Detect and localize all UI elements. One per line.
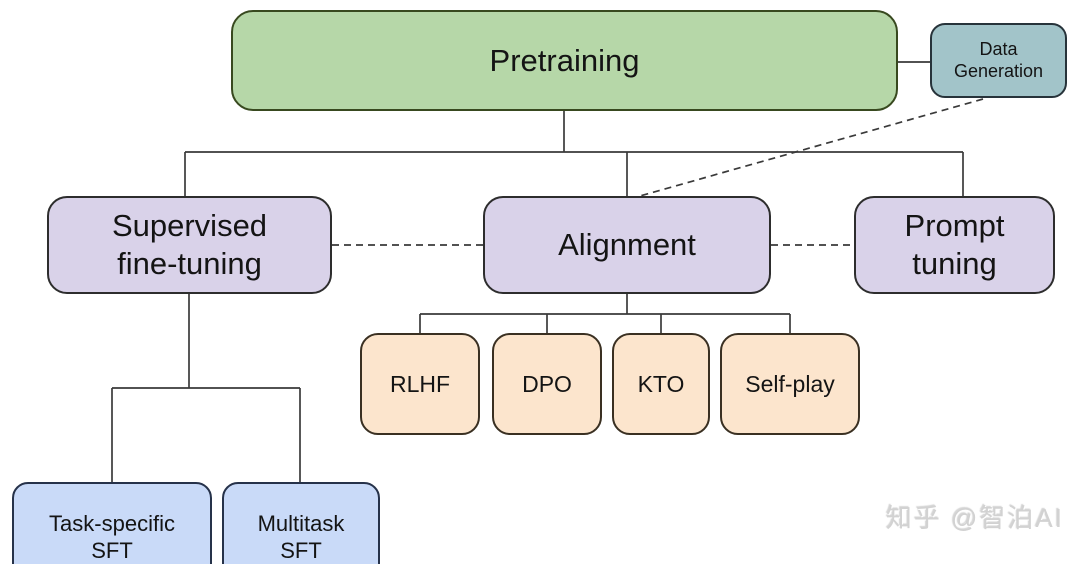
- node-rlhf: RLHF: [360, 333, 480, 435]
- node-label: Supervised: [111, 208, 268, 244]
- node-label: Prompt: [904, 208, 1005, 244]
- node-label: Pretraining: [489, 42, 640, 78]
- node-label: tuning: [912, 246, 997, 281]
- watermark: 知乎 @智泊AI: [885, 503, 1064, 533]
- node-kto: KTO: [612, 333, 710, 435]
- node-label: RLHF: [389, 370, 451, 397]
- node-data-generation: Data Generation: [930, 23, 1067, 98]
- node-label: KTO: [637, 370, 685, 397]
- node-task-specific-sft: Task-specific SFT: [12, 482, 212, 564]
- node-pretraining: Pretraining: [231, 10, 898, 111]
- node-label: DPO: [522, 370, 572, 397]
- node-prompt-tuning: Prompt tuning: [854, 196, 1055, 294]
- node-label: Generation: [953, 60, 1044, 81]
- node-label: fine-tuning: [117, 246, 262, 281]
- node-label: Alignment: [558, 227, 696, 263]
- node-supervised-fine-tuning: Supervised fine-tuning: [47, 196, 332, 294]
- node-label: Data: [979, 38, 1018, 59]
- node-label: SFT: [280, 538, 322, 563]
- node-dpo: DPO: [492, 333, 602, 435]
- node-alignment: Alignment: [483, 196, 771, 294]
- node-label: Task-specific: [49, 511, 175, 537]
- node-label: Self-play: [745, 370, 835, 397]
- node-self-play: Self-play: [720, 333, 860, 435]
- node-multitask-sft: Multitask SFT: [222, 482, 380, 564]
- node-label: Multitask: [257, 511, 345, 537]
- node-label: SFT: [91, 538, 133, 563]
